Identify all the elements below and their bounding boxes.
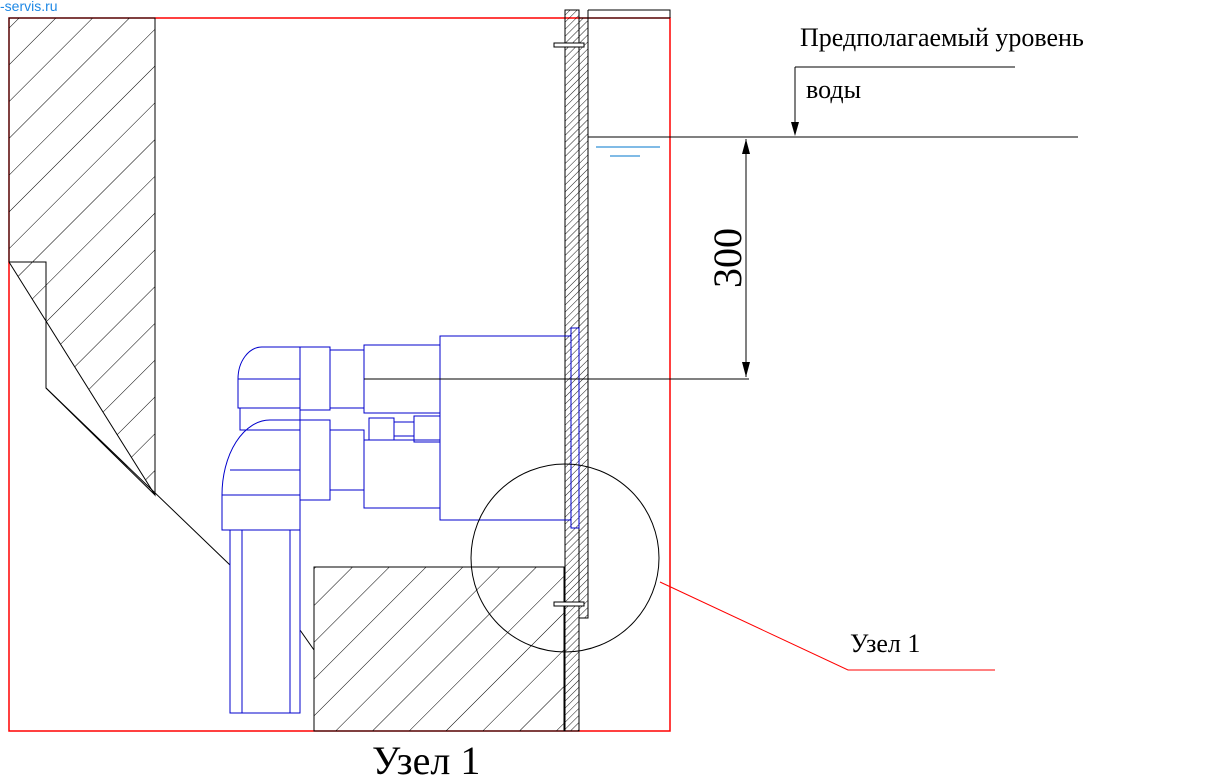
down-pipe-outer [229,529,301,714]
bottom-block-hatched [313,566,565,732]
dimension-arrow-bottom [742,362,750,377]
anchor-bolt-top [553,42,585,48]
equipment-assembly [221,327,580,714]
upper-pipe-segment-2 [329,349,365,409]
nozzle-housing [439,335,572,521]
lower-elbow [221,419,301,531]
caption-text: Узел 1 [372,738,480,780]
lower-pipe-segment-3 [299,419,331,501]
lower-coupling-3 [413,415,441,443]
left-wall-step [9,261,156,496]
lower-coupling-2 [393,421,415,437]
dimension-arrow-top [742,139,750,154]
upper-elbow-base [239,407,301,431]
watermark-text: -servis.ru [0,0,58,14]
lower-pipe-segment-2 [329,429,365,491]
upper-elbow [237,346,301,409]
callout-leader [659,581,995,671]
left-wall-slope [45,387,231,566]
water-level-label-line1: Предполагаемый уровень [800,23,1084,52]
bottom-block-notch [299,629,315,651]
upper-pipe-segment-3 [299,346,331,411]
dimension-value: 300 [705,228,750,288]
right-wall-fine-hatch [564,9,580,732]
pool-rim [588,9,671,18]
callout-label: Узел 1 [850,629,920,658]
nozzle-flange [570,327,580,529]
detail-circle [470,463,660,653]
water-level-leader-arrow [791,122,799,136]
anchor-bolt-bottom [553,601,585,607]
right-wall-lining [578,17,589,619]
water-level-label-line2: воды [806,75,861,104]
lower-coupling-1 [368,417,395,441]
lower-pipe-segment-1 [363,439,441,509]
